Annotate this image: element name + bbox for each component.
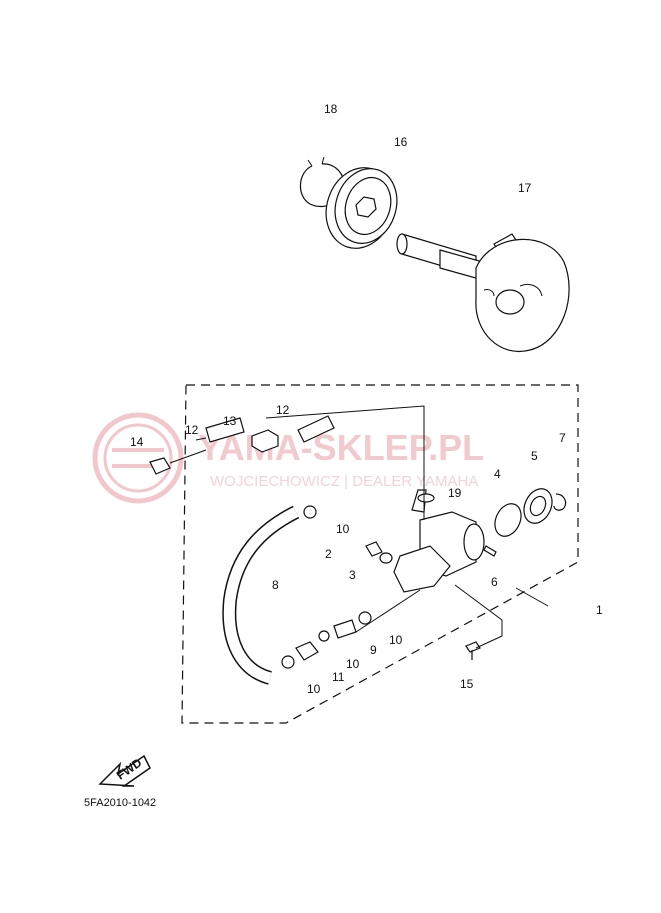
- clamp-10-c: [318, 630, 330, 642]
- assembly-1-boundary: [181, 384, 579, 724]
- callout-15: 15: [460, 677, 474, 691]
- pump-assembly: [149, 405, 567, 685]
- clamp-10-a: [303, 505, 317, 519]
- callout-4: 4: [494, 467, 501, 481]
- pin-6: [483, 545, 497, 557]
- callout-7: 7: [559, 431, 566, 445]
- callout-19: 19: [448, 486, 462, 500]
- watermark-main-text: YAMA-SKLEP.PL: [198, 427, 484, 468]
- watermark: YAMA-SKLEP.PL WOJCIECHOWICZ | DEALER YAM…: [92, 412, 484, 504]
- callout-1: 1: [596, 603, 603, 617]
- clamp-10-b: [358, 611, 372, 625]
- o-ring-4: [494, 503, 522, 537]
- gear-5: [523, 488, 553, 524]
- clamp-10-d: [281, 655, 295, 669]
- callout-5: 5: [531, 449, 538, 463]
- fitting-11: [295, 641, 319, 661]
- callout-9: 9: [370, 643, 377, 657]
- callout-11: 11: [332, 670, 345, 684]
- callout-12-left: 12: [185, 423, 199, 437]
- washer-3: [379, 552, 393, 564]
- callout-13: 13: [223, 414, 237, 428]
- fitting-13: [251, 429, 279, 453]
- fwd-arrow: FWD: [98, 754, 151, 787]
- watermark-sub-text: WOJCIECHOWICZ | DEALER YAMAHA: [210, 473, 478, 490]
- callout-18: 18: [324, 102, 338, 116]
- callout-12-upper: 12: [276, 403, 290, 417]
- joint-9: [333, 619, 357, 639]
- clip-7: [553, 493, 567, 511]
- callout-10-a: 10: [336, 522, 350, 536]
- watermark-logo: [92, 412, 184, 504]
- callout-17: 17: [518, 181, 532, 195]
- callout-6: 6: [491, 575, 498, 589]
- callout-14: 14: [130, 435, 144, 449]
- callout-2: 2: [325, 547, 332, 561]
- callout-8: 8: [272, 578, 279, 592]
- pump-body: [393, 489, 485, 593]
- bolt-2: [365, 541, 383, 557]
- cap-14: [149, 457, 171, 475]
- diagram-code: 5FA2010-1042: [84, 797, 157, 809]
- flywheel-16: [325, 167, 398, 249]
- washer-19: [417, 493, 435, 503]
- callout-10-b: 10: [389, 633, 403, 647]
- callout-10-d: 10: [307, 682, 321, 696]
- callout-labels: 18 16 17 12 13 12 14 7 5 4 19 10 2 3 6 8…: [130, 102, 603, 696]
- callout-3: 3: [349, 568, 356, 582]
- crankshaft: [396, 233, 570, 353]
- bolt-15: [465, 641, 481, 660]
- pipe-12-left: [205, 417, 245, 443]
- callout-10-c: 10: [346, 657, 360, 671]
- callout-16: 16: [394, 135, 408, 149]
- pipe-12-upper: [297, 415, 335, 443]
- upper-assembly: [299, 156, 570, 353]
